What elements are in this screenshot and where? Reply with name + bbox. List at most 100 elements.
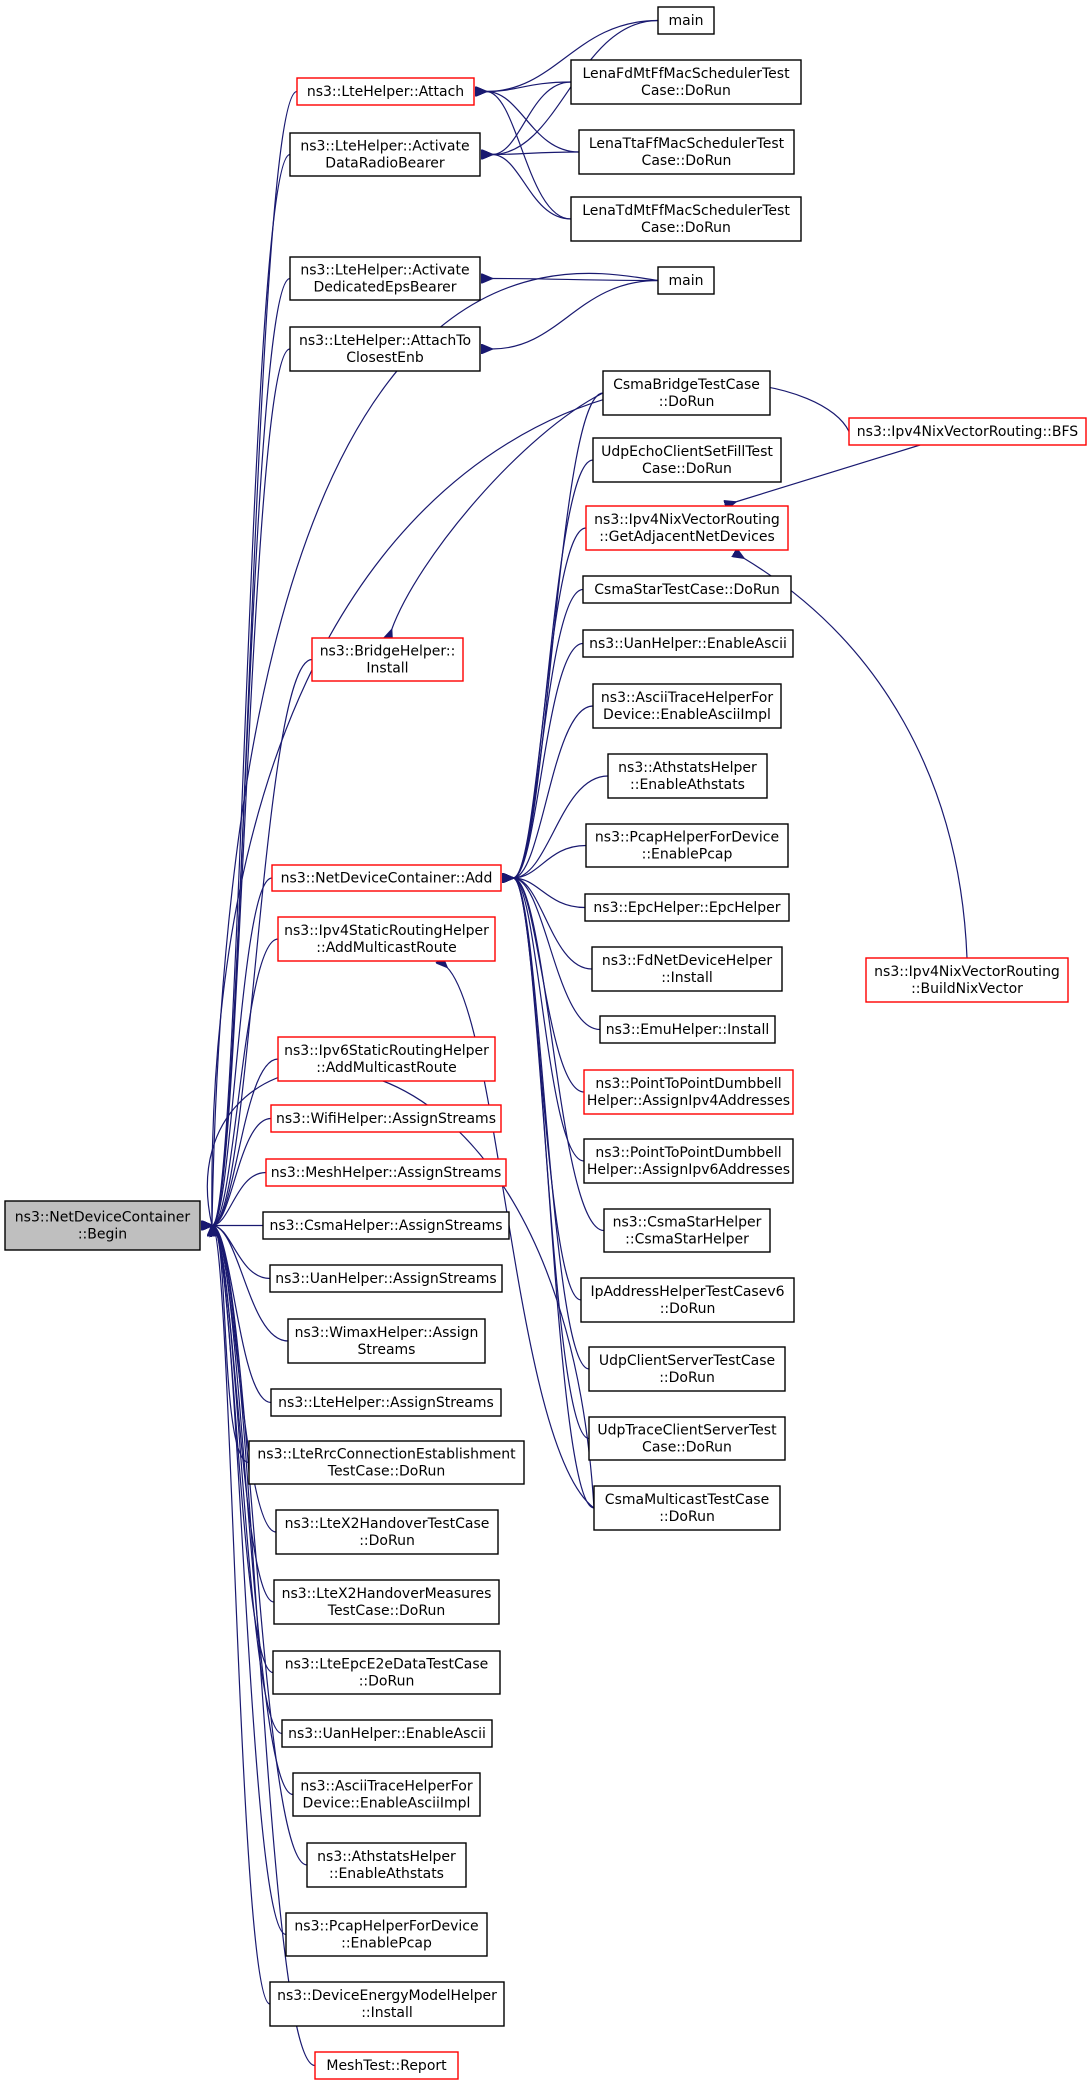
node-box bbox=[588, 1346, 786, 1392]
node-label: ns3::NetDeviceContainer bbox=[15, 1210, 191, 1226]
node-bfs[interactable]: ns3::Ipv4NixVectorRouting::BFS bbox=[848, 417, 1087, 446]
node-label: Case::DoRun bbox=[642, 153, 732, 169]
call-edge bbox=[212, 348, 291, 1226]
node-label: DataRadioBearer bbox=[325, 156, 445, 172]
node-asciitrace-r[interactable]: ns3::AsciiTraceHelperForDevice::EnableAs… bbox=[592, 683, 782, 729]
node-csmabridge[interactable]: CsmaBridgeTestCase::DoRun bbox=[602, 370, 771, 416]
node-lteas[interactable]: ns3::LteHelper::AssignStreams bbox=[270, 1388, 502, 1417]
node-pcap-r[interactable]: ns3::PcapHelperForDevice::EnablePcap bbox=[585, 823, 789, 868]
node-box bbox=[592, 683, 782, 729]
node-buildnix[interactable]: ns3::Ipv4NixVectorRouting::BuildNixVecto… bbox=[865, 957, 1069, 1003]
node-csmaas[interactable]: ns3::CsmaHelper::AssignStreams bbox=[262, 1211, 510, 1240]
node-csmastarhelper[interactable]: ns3::CsmaStarHelper::CsmaStarHelper bbox=[603, 1208, 771, 1253]
node-box bbox=[865, 957, 1069, 1003]
call-edge bbox=[212, 1117, 272, 1226]
node-label: Case::DoRun bbox=[641, 220, 731, 236]
node-box bbox=[848, 417, 1087, 446]
node-lterrc[interactable]: ns3::LteRrcConnectionEstablishmentTestCa… bbox=[248, 1440, 525, 1485]
node-lteepc[interactable]: ns3::LteEpcE2eDataTestCase::DoRun bbox=[272, 1650, 501, 1695]
node-box bbox=[584, 893, 790, 922]
node-label: ns3::EmuHelper::Install bbox=[606, 1022, 769, 1038]
node-p2pipv6[interactable]: ns3::PointToPointDumbbellHelper::AssignI… bbox=[583, 1138, 794, 1184]
node-athstats-r[interactable]: ns3::AthstatsHelper::EnableAthstats bbox=[607, 753, 768, 799]
node-energy[interactable]: ns3::DeviceEnergyModelHelper::Install bbox=[269, 1981, 505, 2027]
node-label: ::DoRun bbox=[659, 394, 715, 410]
edge-path bbox=[392, 392, 604, 630]
node-meshas[interactable]: ns3::MeshHelper::AssignStreams bbox=[265, 1158, 507, 1187]
node-box bbox=[602, 370, 771, 416]
call-edge bbox=[513, 775, 609, 878]
node-emu[interactable]: ns3::EmuHelper::Install bbox=[599, 1015, 776, 1044]
node-ltex2[interactable]: ns3::LteX2HandoverTestCase::DoRun bbox=[275, 1509, 499, 1555]
node-box bbox=[262, 1211, 510, 1240]
node-label: ns3::LteHelper::Attach bbox=[307, 84, 464, 100]
call-edge bbox=[735, 444, 921, 502]
node-meshtest[interactable]: MeshTest::Report bbox=[314, 2051, 459, 2080]
node-root[interactable]: ns3::NetDeviceContainer::Begin bbox=[4, 1200, 201, 1251]
node-pcap-l[interactable]: ns3::PcapHelperForDevice::EnablePcap bbox=[285, 1912, 488, 1957]
node-label: ns3::WimaxHelper::Assign bbox=[295, 1325, 479, 1341]
node-label: Install bbox=[366, 661, 408, 677]
node-epchelper[interactable]: ns3::EpcHelper::EpcHelper bbox=[584, 893, 790, 922]
node-adeb[interactable]: ns3::LteHelper::ActivateDedicatedEpsBear… bbox=[289, 256, 481, 301]
node-csmastartc[interactable]: CsmaStarTestCase::DoRun bbox=[582, 575, 792, 604]
node-label: ::DoRun bbox=[659, 1509, 715, 1525]
node-label: ns3::PcapHelperForDevice bbox=[595, 830, 779, 846]
edge-path bbox=[492, 155, 572, 220]
node-csmamulti[interactable]: CsmaMulticastTestCase::DoRun bbox=[593, 1485, 781, 1531]
node-wifias[interactable]: ns3::WifiHelper::AssignStreams bbox=[270, 1104, 502, 1133]
node-main2[interactable]: main bbox=[657, 266, 715, 295]
node-box bbox=[314, 2051, 459, 2080]
node-label: CsmaMulticastTestCase bbox=[605, 1492, 769, 1508]
node-uanas[interactable]: ns3::UanHelper::AssignStreams bbox=[269, 1264, 503, 1293]
node-box bbox=[311, 637, 464, 682]
node-ipv4static[interactable]: ns3::Ipv4StaticRoutingHelper::AddMultica… bbox=[277, 916, 496, 962]
node-asciitrace-l[interactable]: ns3::AsciiTraceHelperForDevice::EnableAs… bbox=[292, 1772, 481, 1817]
node-label: Device::EnableAsciiImpl bbox=[303, 1796, 471, 1812]
call-edge bbox=[212, 277, 291, 1226]
node-athstats-l[interactable]: ns3::AthstatsHelper::EnableAthstats bbox=[306, 1842, 467, 1888]
node-fdnet[interactable]: ns3::FdNetDeviceHelper::Install bbox=[591, 946, 783, 992]
node-label: ::EnablePcap bbox=[642, 847, 733, 863]
call-edge bbox=[513, 705, 594, 878]
node-label: ::Begin bbox=[78, 1227, 127, 1243]
edge-path bbox=[513, 527, 587, 878]
call-edge bbox=[486, 92, 580, 153]
node-uanascii-r[interactable]: ns3::UanHelper::EnableAscii bbox=[582, 629, 794, 658]
node-box bbox=[657, 6, 715, 35]
node-ndcadd[interactable]: ns3::NetDeviceContainer::Add bbox=[271, 864, 502, 892]
node-label: CsmaBridgeTestCase bbox=[613, 377, 760, 393]
call-edge bbox=[212, 877, 273, 1226]
node-wimaxas[interactable]: ns3::WimaxHelper::AssignStreams bbox=[287, 1318, 486, 1364]
node-ipv6static[interactable]: ns3::Ipv6StaticRoutingHelper::AddMultica… bbox=[277, 1036, 496, 1082]
edge-path bbox=[486, 92, 580, 153]
node-box bbox=[599, 1015, 776, 1044]
node-label: LenaTdMtFfMacSchedulerTest bbox=[582, 203, 790, 219]
edge-path bbox=[212, 1226, 283, 1735]
node-ipaddr[interactable]: IpAddressHelperTestCasev6::DoRun bbox=[580, 1277, 795, 1323]
edge-path bbox=[212, 877, 273, 1226]
node-box bbox=[292, 1772, 481, 1817]
node-label: ns3::Ipv6StaticRoutingHelper bbox=[284, 1043, 489, 1059]
node-uanascii-l[interactable]: ns3::UanHelper::EnableAscii bbox=[281, 1719, 493, 1748]
node-label: Helper::AssignIpv4Addresses bbox=[587, 1093, 790, 1109]
node-p2pipv4[interactable]: ns3::PointToPointDumbbellHelper::AssignI… bbox=[583, 1069, 794, 1115]
node-ltex2m[interactable]: ns3::LteX2HandoverMeasuresTestCase::DoRu… bbox=[273, 1579, 500, 1625]
node-udpcs[interactable]: UdpClientServerTestCase::DoRun bbox=[588, 1346, 786, 1392]
node-box bbox=[248, 1440, 525, 1485]
node-bridgeinstall[interactable]: ns3::BridgeHelper::Install bbox=[311, 637, 464, 682]
node-label: ns3::NetDeviceContainer::Add bbox=[281, 871, 493, 887]
node-main1[interactable]: main bbox=[657, 6, 715, 35]
node-box bbox=[582, 575, 792, 604]
node-attach[interactable]: ns3::LteHelper::Attach bbox=[296, 77, 475, 106]
node-getadj[interactable]: ns3::Ipv4NixVectorRouting::GetAdjacentNe… bbox=[585, 505, 789, 551]
edge-path bbox=[486, 92, 572, 220]
node-label: ns3::Ipv4NixVectorRouting bbox=[594, 512, 780, 528]
